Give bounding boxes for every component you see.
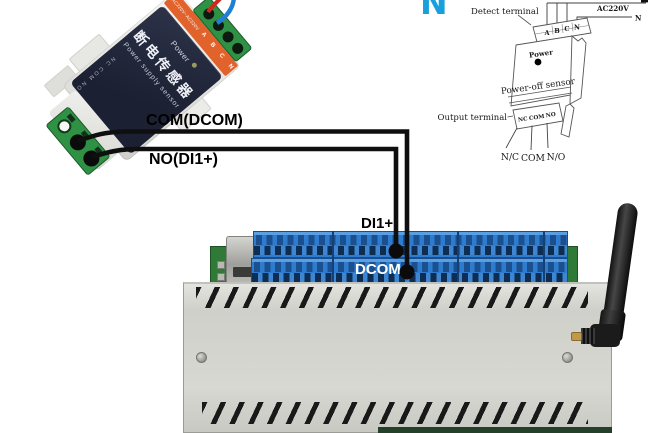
no-di1-label: NO(DI1+) bbox=[149, 151, 218, 168]
terminal-screws bbox=[254, 235, 567, 245]
detect-pointer-line bbox=[517, 14, 532, 26]
terminal-block-seam bbox=[543, 231, 545, 285]
com-wire-label: COM bbox=[521, 153, 545, 164]
output-terminal-label: Output terminal bbox=[438, 113, 508, 123]
di1-terminal-label: DI1+ bbox=[361, 215, 394, 232]
no-terminal: NO bbox=[545, 112, 556, 119]
terminal-c: C bbox=[564, 25, 569, 33]
schematic-led-dot bbox=[534, 58, 542, 66]
terminal-row-top bbox=[253, 231, 568, 258]
terminal-slots bbox=[254, 246, 567, 255]
neutral-letter-cropped: N bbox=[420, 0, 448, 22]
output-terminal-block bbox=[512, 102, 564, 130]
di1-connection-dot bbox=[388, 243, 404, 259]
bottom-pcb-edge bbox=[378, 427, 612, 433]
cropped-l-label bbox=[641, 0, 648, 3]
terminal-block-seam bbox=[332, 231, 334, 285]
neutral-wire-blue bbox=[215, 0, 236, 25]
terminal-dividers bbox=[534, 22, 590, 35]
live-wire-red bbox=[206, 0, 222, 14]
rj45-slot bbox=[233, 267, 259, 277]
schematic-neck-ridges bbox=[507, 86, 573, 104]
enclosure-screw bbox=[196, 352, 207, 363]
com-to-dcom-wire bbox=[77, 129, 410, 272]
output-pointer-dash bbox=[507, 115, 514, 118]
antenna-sma-connector bbox=[571, 332, 582, 341]
terminal-b: B bbox=[554, 27, 560, 35]
ac220v-label: AC220V bbox=[596, 4, 629, 13]
terminal-block-seam bbox=[457, 231, 459, 285]
wifi-antenna-elbow bbox=[590, 324, 620, 347]
schematic-flange-foot bbox=[560, 103, 575, 138]
sensor-schematic: N AC220V Detect terminal A B C N Power P… bbox=[438, 0, 648, 164]
enclosure-screw bbox=[562, 352, 573, 363]
dcom-connection-dot bbox=[399, 264, 415, 280]
com-dcom-label: COM(DCOM) bbox=[146, 112, 243, 129]
nc-terminal: NC bbox=[518, 116, 529, 123]
terminal-n: N bbox=[574, 24, 580, 32]
schematic-power-text: Power bbox=[528, 47, 553, 59]
abc-wires bbox=[546, 3, 568, 27]
vent-slots-top bbox=[196, 287, 588, 308]
output-wire-stubs bbox=[505, 122, 549, 151]
antenna-sma-nut bbox=[581, 328, 595, 344]
nc-wire-label: N/C bbox=[501, 152, 519, 163]
pcb-component bbox=[217, 261, 225, 269]
detect-terminal-label: Detect terminal bbox=[471, 7, 539, 17]
com-terminal: COM bbox=[529, 114, 545, 122]
pcb-component bbox=[217, 273, 225, 281]
dcom-terminal-label: DCOM bbox=[355, 261, 401, 278]
no-wire-label: N/O bbox=[547, 152, 566, 163]
vent-slots-bottom bbox=[202, 402, 588, 424]
neutral-label: N bbox=[635, 14, 642, 23]
no-to-di1-wire bbox=[91, 146, 399, 251]
terminal-a: A bbox=[543, 29, 550, 37]
